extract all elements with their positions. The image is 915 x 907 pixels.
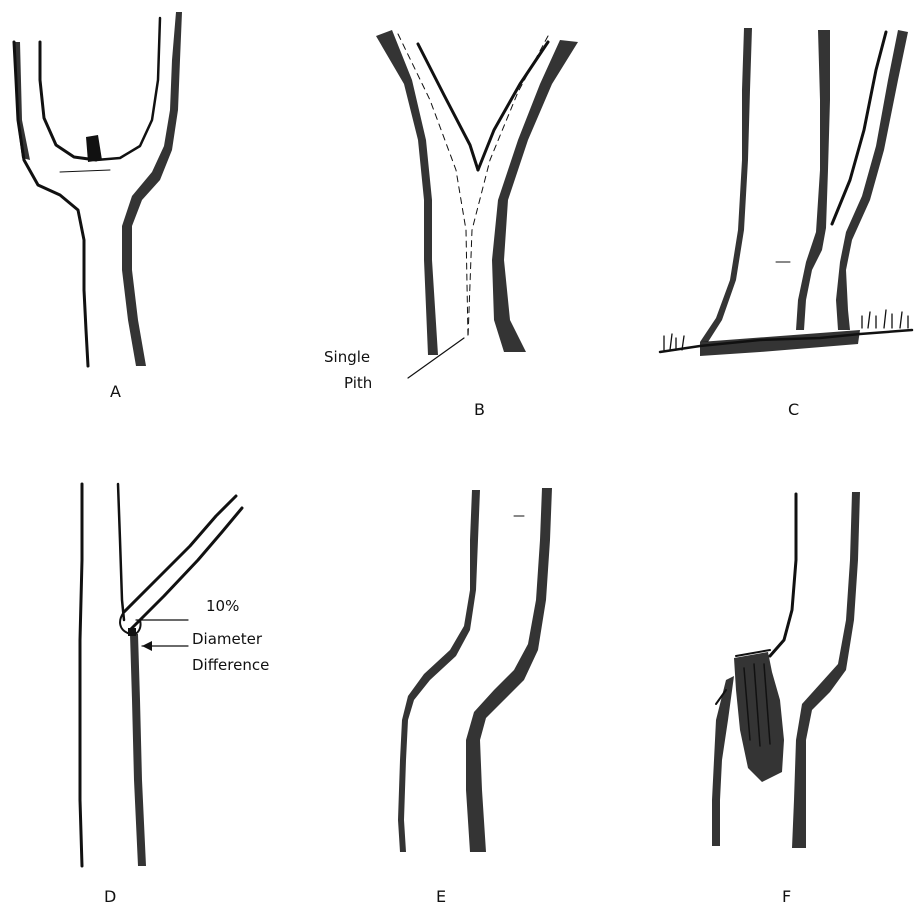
panel-c-drawing [660,28,912,356]
panel-label-e: E [436,887,446,906]
difference-label: Difference [192,656,269,674]
panel-b-drawing [376,30,578,378]
panel-label-c: C [788,400,799,419]
single-pith-label-line2: Pith [344,374,372,392]
panel-f-drawing [712,492,860,848]
panel-e-drawing [398,488,552,852]
single-pith-label-line1: Single [324,348,370,366]
panel-label-a: A [110,382,121,401]
panel-d-drawing [80,484,242,866]
ten-percent-label: 10% [206,597,239,615]
panel-label-d: D [104,887,116,906]
diameter-label: Diameter [192,630,263,648]
panel-label-f: F [782,887,791,906]
panel-label-b: B [474,400,485,419]
panel-a-drawing [14,12,182,366]
